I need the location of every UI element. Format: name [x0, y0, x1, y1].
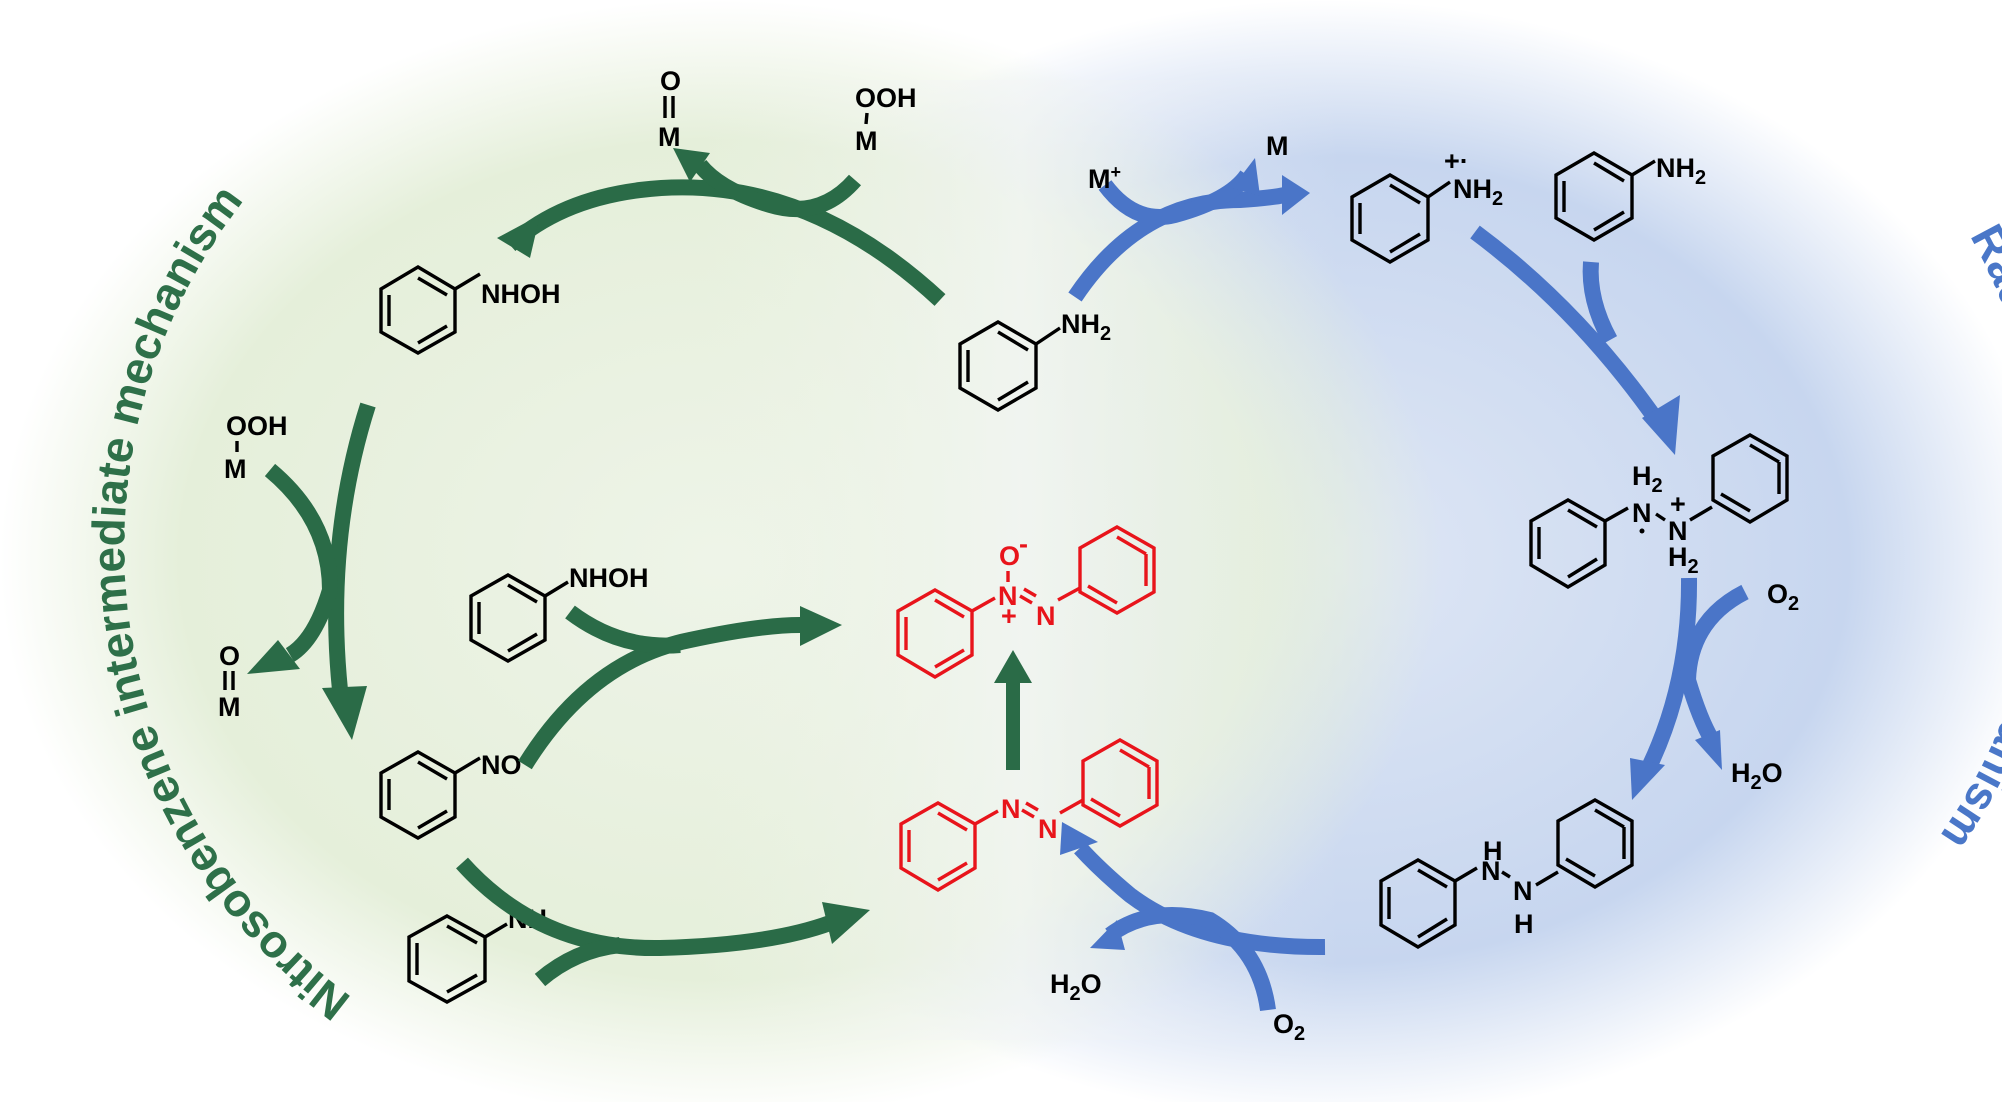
benzene-ring — [1078, 525, 1156, 615]
green-arrow-oxidation-to-azoxybenzene — [994, 650, 1032, 770]
azobenzene-product: N N — [899, 738, 1159, 892]
green-arrow-phenylhydroxylamine-to-nitrosobenzene — [247, 402, 376, 740]
reagent-m-oxo-top: O M — [658, 66, 681, 152]
oxygen-reagent-1: O2 — [1767, 579, 1799, 615]
green-arrow-aniline-to-phenylhydroxylamine — [497, 148, 946, 306]
svg-text:N: N — [1038, 814, 1058, 844]
benzene-ring — [1556, 798, 1634, 889]
reagent-m-oxo-left: O M — [218, 641, 241, 722]
blue-arrow-radical-coupling — [1470, 225, 1680, 455]
svg-text:+: + — [1670, 489, 1686, 519]
svg-text:N: N — [1001, 794, 1021, 824]
oxidant-m-plus: M+ — [1088, 162, 1121, 194]
nitrosobenzene-molecule: NO — [379, 750, 522, 840]
svg-text:M: M — [658, 122, 681, 152]
hydrazinium-radical-dimer-molecule: H2 N N + H2 — [1529, 433, 1789, 589]
reagent-m-ooh-top: OOH M — [855, 83, 917, 156]
blue-arrow-aniline-to-radical-cation — [1068, 158, 1310, 302]
green-arrow-condensation-to-azoxybenzene — [518, 605, 842, 770]
svg-text:OOH: OOH — [855, 83, 917, 113]
svg-text:N: N — [1036, 601, 1056, 631]
svg-text:N: N — [998, 581, 1018, 611]
coupling-aniline-molecule: NH2 — [1554, 151, 1706, 242]
svg-text:+: + — [1001, 601, 1017, 631]
svg-text:M: M — [224, 454, 247, 484]
phenylhydroxylamine-molecule: NHOH — [379, 265, 561, 355]
svg-text:NH2: NH2 — [1656, 153, 1706, 189]
water-byproduct-1: H2O — [1731, 758, 1783, 794]
svg-text:H: H — [1483, 836, 1503, 866]
center-aniline-molecule: NH2 — [958, 309, 1111, 412]
svg-text:H: H — [1514, 909, 1534, 939]
green-arrow-condensation-to-azobenzene — [456, 857, 870, 987]
svg-text:NH2: NH2 — [1061, 309, 1111, 345]
svg-text:NHOH: NHOH — [481, 279, 561, 309]
water-byproduct-2: H2O — [1050, 969, 1102, 1005]
svg-text:N: N — [1481, 856, 1501, 886]
benzene-ring — [1711, 433, 1789, 524]
reagent-m-ooh-left: OOH M — [224, 411, 288, 484]
svg-text:+·: +· — [1444, 146, 1469, 176]
side-phenylhydroxylamine-molecule: NHOH — [469, 563, 649, 663]
svg-text:NO: NO — [481, 750, 522, 780]
svg-text:H2: H2 — [1668, 542, 1699, 578]
svg-text:N: N — [1668, 516, 1688, 546]
svg-text:O: O — [219, 641, 240, 671]
svg-text:M: M — [855, 126, 878, 156]
svg-text:M: M — [218, 692, 241, 722]
svg-text:OOH: OOH — [226, 411, 288, 441]
azoxybenzene-product: N O - + N — [896, 525, 1156, 679]
oxygen-reagent-2: O2 — [1273, 1009, 1305, 1045]
blue-arrow-dimer-to-hydrazobenzene — [1630, 577, 1749, 800]
svg-text:O: O — [660, 66, 681, 96]
svg-text:O: O — [999, 541, 1020, 571]
aniline-radical-cation-molecule: NH2 +· — [1350, 146, 1503, 264]
reduced-metal-m: M — [1266, 131, 1289, 161]
benzene-ring — [1081, 738, 1159, 828]
svg-text:N: N — [1513, 876, 1533, 906]
svg-text:-: - — [1019, 529, 1028, 559]
svg-text:NH2: NH2 — [1453, 174, 1503, 210]
blue-arrow-hydrazobenzene-to-azobenzene — [1060, 822, 1326, 1012]
svg-text:H2: H2 — [1632, 461, 1663, 497]
svg-text:N: N — [1632, 498, 1652, 528]
background-blend — [700, 80, 1340, 1040]
hydrazobenzene-molecule: H N N H — [1379, 798, 1634, 949]
svg-text:NHOH: NHOH — [569, 563, 649, 593]
svg-text:M+: M+ — [1088, 162, 1121, 194]
